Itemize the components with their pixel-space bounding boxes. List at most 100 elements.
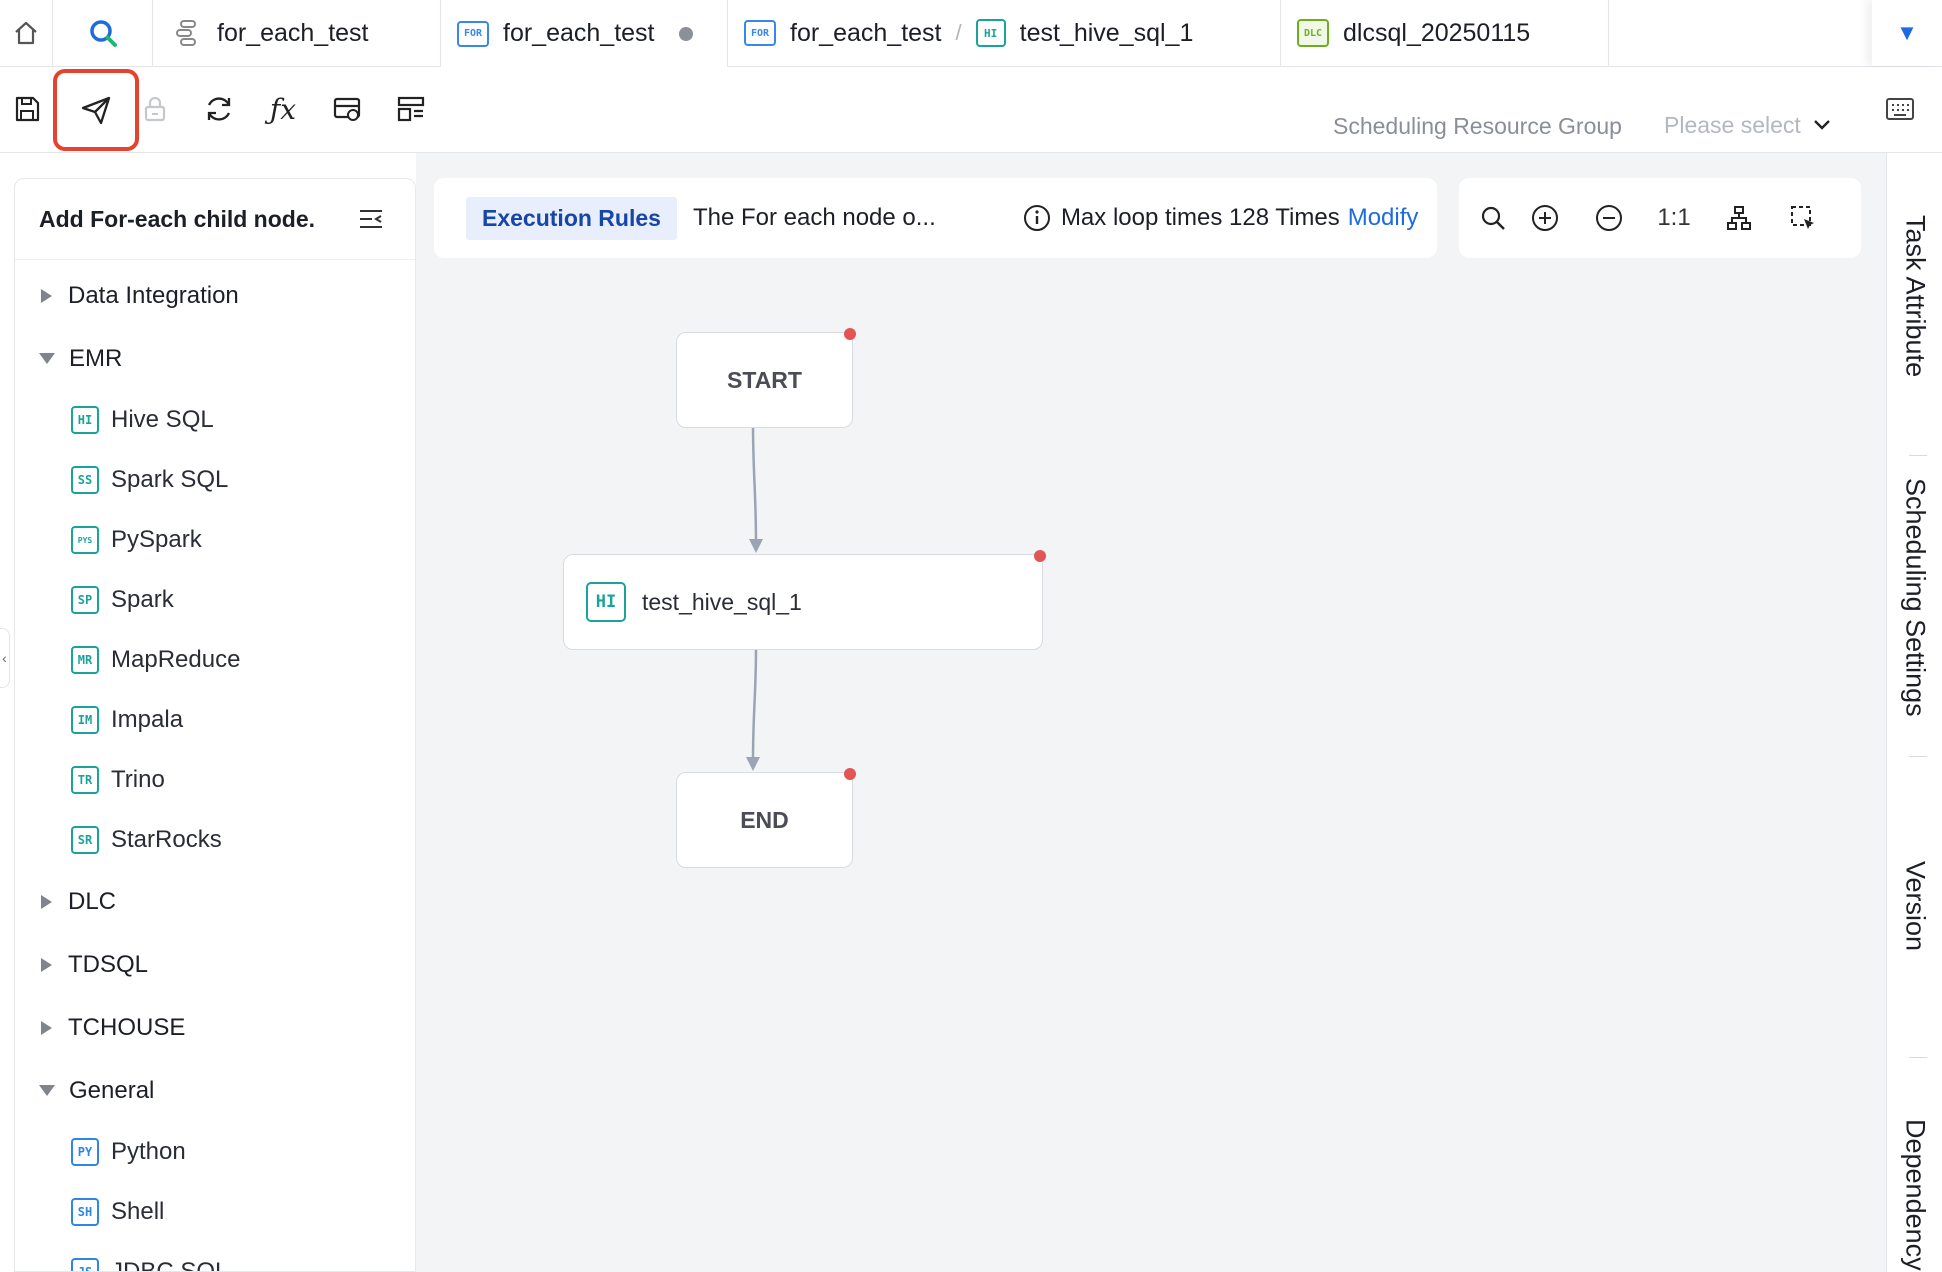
category-dlc[interactable]: DLC	[15, 870, 415, 933]
collapse-panel-icon[interactable]	[357, 205, 385, 233]
refresh-button[interactable]	[197, 87, 241, 131]
edge-start-to-task	[751, 423, 758, 544]
edge-task-to-end	[751, 647, 758, 762]
workflow-icon	[176, 20, 196, 46]
list-layout-icon	[397, 96, 425, 122]
zoom-toolbar: 1:1	[1459, 178, 1861, 258]
tab-scheduling-settings[interactable]: Scheduling Settings	[1887, 478, 1942, 717]
function-icon: ƒx	[269, 92, 297, 126]
for-badge-icon: FOR	[457, 20, 489, 47]
tab-label: dlcsql_20250115	[1343, 18, 1531, 47]
execution-rules-bar: Execution Rules The For each node o... M…	[434, 178, 1437, 258]
category-label: General	[69, 1076, 155, 1104]
tab-version[interactable]: Version	[1887, 861, 1942, 951]
refresh-icon	[207, 97, 231, 121]
keyboard-shortcuts-button[interactable]	[1885, 95, 1915, 123]
caret-down-icon: ▼	[1896, 20, 1918, 45]
tab-dlcsql[interactable]: DLC dlcsql_20250115	[1281, 0, 1609, 66]
auto-layout-button[interactable]	[1721, 200, 1757, 236]
tab-for-each-test-hive[interactable]: FOR for_each_test / HI test_hive_sql_1	[728, 0, 1281, 66]
node-type-label: MapReduce	[111, 646, 241, 673]
workflow-canvas[interactable]: Execution Rules The For each node o... M…	[416, 153, 1886, 1272]
node-type-spark[interactable]: SP Spark	[15, 570, 415, 630]
search-nodes-button[interactable]	[1475, 200, 1511, 236]
trino-badge-icon: TR	[71, 766, 99, 794]
tab-label: for_each_test	[790, 18, 942, 47]
category-emr[interactable]: EMR	[15, 327, 415, 390]
end-node[interactable]: END	[676, 768, 856, 868]
node-type-label: Spark	[111, 586, 174, 613]
caret-right-icon	[41, 894, 52, 909]
search-tab[interactable]	[53, 0, 153, 66]
category-data-integration[interactable]: Data Integration	[15, 264, 415, 327]
node-label: START	[727, 366, 802, 393]
category-label: DLC	[68, 887, 117, 915]
status-dot	[844, 768, 856, 780]
select-area-button[interactable]	[1785, 200, 1821, 236]
zoom-in-icon	[1532, 205, 1558, 231]
lock-button[interactable]	[133, 87, 177, 131]
caret-down-icon	[39, 1085, 55, 1096]
panel-toggle-handle[interactable]: ‹	[0, 628, 10, 688]
unsaved-dot[interactable]	[678, 26, 693, 41]
zoom-ratio-label: 1:1	[1657, 204, 1691, 231]
status-dot	[844, 328, 856, 340]
tab-bar: for_each_test FOR for_each_test FOR for_…	[0, 0, 1942, 67]
edge-connectors	[746, 423, 763, 771]
tab-for-each-test-active[interactable]: FOR for_each_test	[441, 0, 728, 67]
max-loop-text: Max loop times 128 Times	[1060, 204, 1340, 231]
caret-down-icon	[39, 353, 55, 364]
resource-group-select[interactable]: Please select	[1664, 107, 1844, 143]
zoom-in-button[interactable]	[1527, 200, 1563, 236]
tab-overflow-button[interactable]: ▼	[1872, 0, 1942, 66]
save-icon	[15, 96, 40, 122]
node-label: END	[740, 806, 789, 833]
node-library-panel: Add For-each child node. Data Integratio…	[14, 178, 416, 1272]
tab-path-separator: /	[955, 20, 962, 45]
hive-badge-icon: HI	[975, 19, 1006, 47]
category-tdsql[interactable]: TDSQL	[15, 933, 415, 996]
pyspark-badge-icon: PYS	[71, 526, 99, 554]
chevron-left-icon: ‹	[2, 650, 7, 666]
tab-label: for_each_test	[503, 19, 655, 47]
node-type-label: JDBC SQL	[111, 1258, 229, 1272]
layout-button[interactable]	[389, 87, 433, 131]
edge-arrowhead	[746, 757, 760, 771]
task-node[interactable]: HI test_hive_sql_1	[563, 550, 1046, 650]
edge-arrowhead	[749, 539, 763, 553]
node-type-label: StarRocks	[111, 826, 222, 853]
category-tchouse[interactable]: TCHOUSE	[15, 996, 415, 1059]
node-type-label: Impala	[111, 706, 184, 733]
category-general[interactable]: General	[15, 1059, 415, 1122]
toolbar: ƒx Scheduling Resource Group Please sele…	[0, 67, 1942, 153]
spark-badge-icon: SP	[71, 586, 99, 614]
home-tab[interactable]	[0, 0, 53, 66]
start-node[interactable]: START	[676, 328, 856, 428]
category-label: TCHOUSE	[68, 1013, 186, 1041]
node-type-label: PySpark	[111, 526, 202, 553]
tab-dependency[interactable]: Dependency	[1887, 1119, 1942, 1271]
function-button[interactable]: ƒx	[261, 87, 305, 131]
caret-right-icon	[41, 288, 52, 303]
tab-task-attribute[interactable]: Task Attribute	[1887, 215, 1942, 377]
submit-button[interactable]	[53, 69, 139, 151]
tab-for-each-test-1[interactable]: for_each_test	[153, 0, 441, 66]
actual-size-button[interactable]: 1:1	[1649, 200, 1699, 236]
hive-badge-icon: HI	[71, 406, 99, 434]
schedule-config-button[interactable]	[325, 87, 369, 131]
save-button[interactable]	[5, 87, 49, 131]
zoom-out-button[interactable]	[1591, 200, 1627, 236]
panel-header: Add For-each child node.	[15, 179, 415, 260]
category-label: Data Integration	[68, 281, 239, 309]
modify-link[interactable]: Modify	[1347, 204, 1419, 231]
node-type-pyspark[interactable]: PYS PySpark	[15, 510, 415, 570]
